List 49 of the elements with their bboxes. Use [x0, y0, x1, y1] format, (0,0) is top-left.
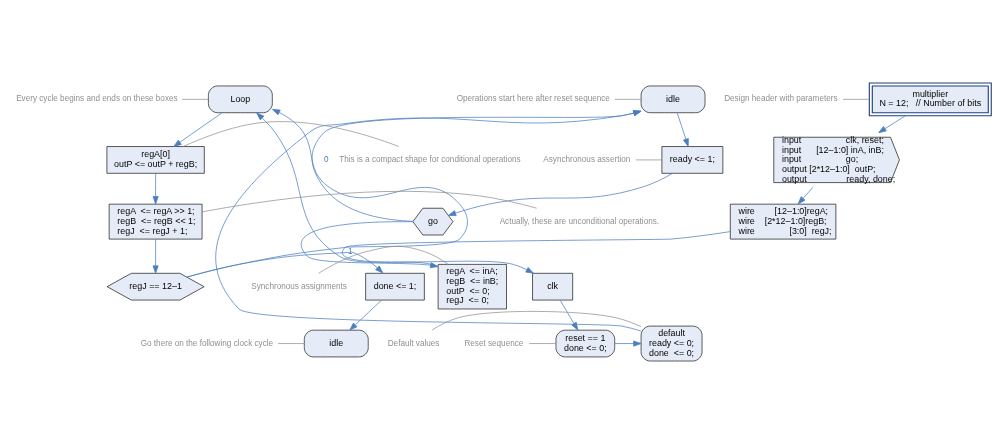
node-text: Synchronous assignments	[251, 281, 347, 291]
node-box: default ready <= 0; done <= 0;	[640, 325, 703, 361]
node-text: Asynchronous assertion	[543, 154, 631, 164]
arrow	[186, 108, 468, 277]
node-text: Go there on the following clock cycle	[140, 338, 274, 348]
connector	[181, 98, 209, 100]
node-box: regA <= regA >> 1; regB <= regB << 1; regJ <= regJ + 1;	[108, 203, 203, 239]
node-text: This is a compact shape for conditional operations	[339, 154, 521, 164]
connector	[182, 120, 400, 147]
node-box: reset == 1 done <= 0;	[555, 329, 616, 357]
arrow	[152, 238, 159, 274]
node-box: Loop	[208, 85, 273, 113]
arrow	[186, 251, 384, 277]
node-text: Operations start here after reset sequence	[456, 93, 610, 103]
arrow	[676, 112, 689, 147]
arrow	[311, 109, 642, 222]
edge-label: 0	[323, 154, 329, 164]
arrow	[448, 172, 673, 216]
node-text: Every cycle begins and ends on these boxes	[16, 93, 178, 103]
connector	[528, 342, 557, 344]
arrow	[797, 186, 814, 204]
connector	[614, 98, 642, 100]
node-text: Default values	[387, 338, 440, 348]
connector	[842, 98, 870, 100]
node-box: idle	[303, 329, 369, 357]
node-box: wire [12–1:0]regA; wire [2*12–1:0]regB; wire [3:0] regJ;	[729, 203, 837, 239]
connector	[318, 245, 449, 274]
arrow	[349, 299, 382, 330]
node-box: ready <= 1;	[661, 145, 724, 174]
arrow	[878, 114, 906, 133]
node-text: Design header with parameters	[724, 93, 838, 103]
arrow	[614, 340, 642, 347]
edge-label: 1	[348, 246, 353, 256]
node-box: idle	[640, 85, 706, 113]
arrow	[152, 172, 159, 204]
node-box: clk	[532, 272, 574, 300]
connector	[201, 190, 538, 212]
node-box: done <= 1;	[365, 272, 425, 300]
node-box: regA <= inA; regB <= inB; outP <= 0; regJ <= 0;	[437, 263, 507, 309]
arrow	[173, 111, 223, 147]
node-box: regA[0] outP <= outP + regB;	[106, 145, 205, 174]
connector	[635, 159, 663, 160]
node-text: Actually, these are unconditional operations.	[499, 216, 660, 226]
connector	[277, 342, 305, 344]
arrow	[559, 299, 579, 330]
connector	[431, 310, 642, 330]
node-text: Reset sequence	[464, 338, 524, 348]
arrow	[215, 109, 642, 331]
arrow	[341, 230, 731, 274]
